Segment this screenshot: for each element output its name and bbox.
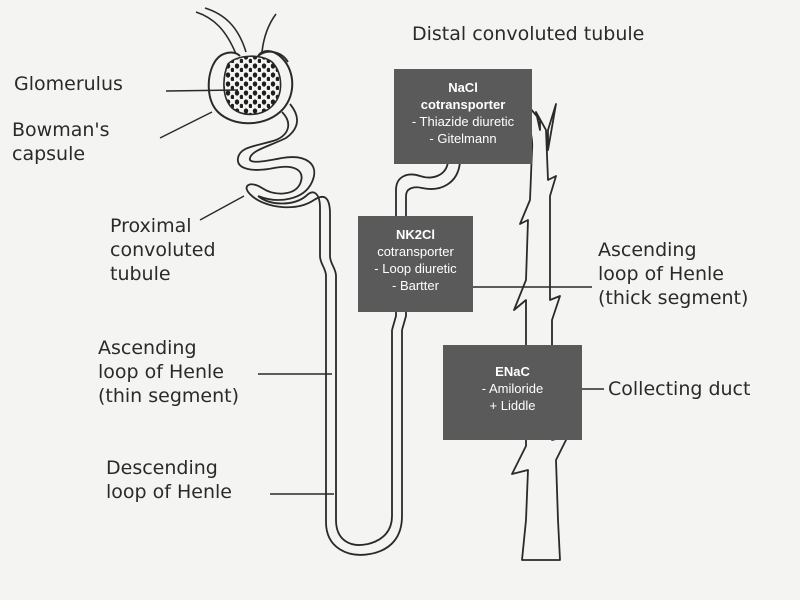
label-ascending-thin: Ascending loop of Henle (thin segment) bbox=[98, 337, 240, 407]
enac-box-item: - Amiloride bbox=[481, 381, 544, 396]
nk2cl-box-item: - Bartter bbox=[392, 278, 439, 293]
nk2cl-box-subtitle: cotransporter bbox=[377, 244, 454, 259]
efferent-arteriole bbox=[204, 7, 277, 53]
nacl-box-item: - Gitelmann bbox=[429, 131, 497, 146]
nacl-box-item: - Thiazide diuretic bbox=[411, 114, 515, 129]
nk2cl-box-title: NK2Cl bbox=[395, 227, 435, 242]
collecting-duct-shape bbox=[511, 95, 569, 561]
nacl-box-subtitle: cotransporter bbox=[420, 97, 506, 112]
enac-box-title: ENaC bbox=[495, 364, 530, 379]
afferent-arteriole bbox=[195, 11, 237, 55]
label-proximal-tubule: Proximal convoluted tubule bbox=[110, 215, 216, 285]
enac-box-item: + Liddle bbox=[489, 398, 536, 413]
label-ascending-thick: Ascending loop of Henle (thick segment) bbox=[598, 239, 749, 309]
proximal-tubule-shape bbox=[237, 50, 403, 556]
glomerulus-tuft bbox=[223, 55, 282, 116]
label-collecting-duct: Collecting duct bbox=[608, 378, 751, 400]
distal-tubule-shape bbox=[391, 149, 463, 331]
enac-box: ENaC - Amiloride + Liddle bbox=[443, 345, 582, 440]
leader-lines bbox=[159, 89, 604, 495]
label-bowmans-capsule: Bowman's capsule bbox=[12, 119, 110, 165]
label-glomerulus: Glomerulus bbox=[14, 73, 123, 95]
label-descending: Descending loop of Henle bbox=[106, 457, 232, 503]
label-distal-tubule: Distal convoluted tubule bbox=[412, 23, 645, 45]
nacl-cotransporter-box: NaCl cotransporter - Thiazide diuretic -… bbox=[394, 69, 532, 164]
nk2cl-cotransporter-box: NK2Cl cotransporter - Loop diuretic - Ba… bbox=[358, 216, 473, 312]
nk2cl-box-item: - Loop diuretic bbox=[374, 261, 457, 276]
nacl-box-title: NaCl bbox=[448, 80, 478, 95]
